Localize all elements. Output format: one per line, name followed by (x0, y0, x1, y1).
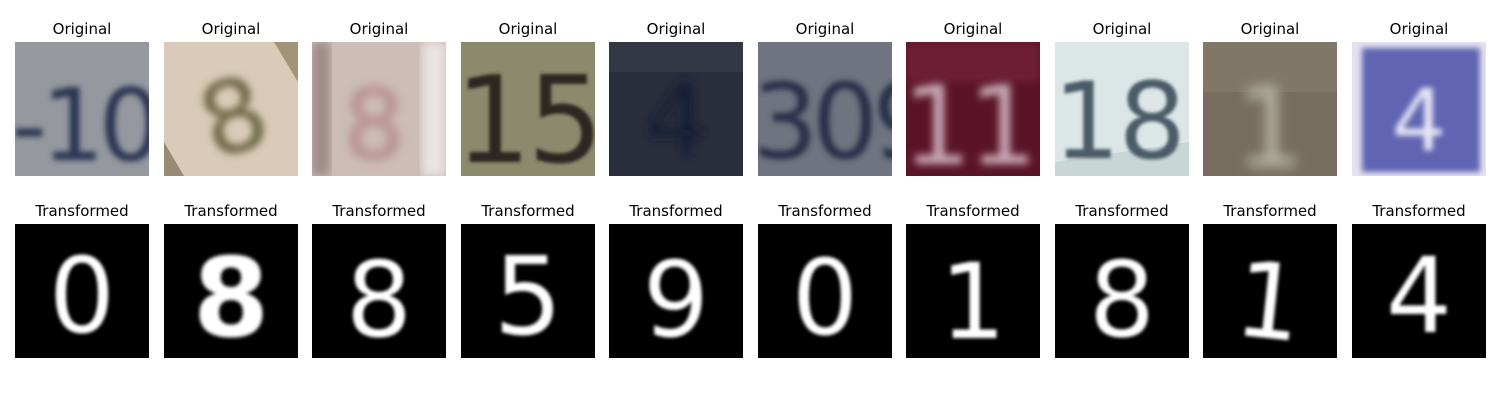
transformed-title: Transformed (481, 202, 575, 220)
transformed-image: 1 (906, 224, 1040, 358)
transformed-digit: 8 (346, 239, 412, 358)
original-title: Original (1092, 20, 1152, 38)
transformed-digit: 0 (49, 235, 115, 357)
original-image: 8 (312, 42, 446, 176)
transformed-image: 5 (461, 224, 595, 358)
original-title: Original (349, 20, 409, 38)
original-digits: 4 (1392, 71, 1447, 171)
transformed-digit: 5 (494, 235, 563, 358)
original-image: 11 (906, 42, 1040, 176)
original-image: -108 (15, 42, 149, 176)
original-digits: 309 (758, 61, 892, 176)
transformed-digit: 9 (643, 239, 709, 358)
original-title: Original (201, 20, 261, 38)
transformed-image: 9 (609, 224, 743, 358)
transformed-image: 0 (758, 224, 892, 358)
transformed-title: Transformed (1223, 202, 1317, 220)
transformed-image: 8 (312, 224, 446, 358)
transformed-digit: 1 (1230, 238, 1309, 358)
transformed-image: 1 (1203, 224, 1337, 358)
original-title: Original (1389, 20, 1449, 38)
original-digits: 11 (906, 62, 1034, 176)
original-image: 4 (1352, 42, 1486, 176)
original-image: 15 (461, 42, 595, 176)
transformed-title: Transformed (1372, 202, 1466, 220)
original-digits: -108 (15, 67, 149, 176)
original-digits: 18 (1055, 60, 1184, 176)
original-title: Original (646, 20, 706, 38)
transformed-title: Transformed (332, 202, 426, 220)
original-image: 4 (609, 42, 743, 176)
original-title: Original (52, 20, 112, 38)
transformed-title: Transformed (35, 202, 129, 220)
transformed-title: Transformed (629, 202, 723, 220)
transformed-digit: 1 (940, 241, 1006, 358)
original-image: 18 (1055, 42, 1189, 176)
original-digits: 15 (461, 52, 595, 176)
original-image: 1 (1203, 42, 1337, 176)
original-digits: 1 (1235, 64, 1305, 176)
transformed-digit: 4 (1386, 235, 1452, 357)
original-digits: 4 (644, 61, 708, 176)
transformed-title: Transformed (1075, 202, 1169, 220)
transformed-title: Transformed (778, 202, 872, 220)
original-digits: 8 (343, 69, 404, 176)
original-title: Original (795, 20, 855, 38)
transformed-digit: 8 (1089, 239, 1155, 358)
original-image: 8 (164, 42, 298, 176)
transformed-title: Transformed (184, 202, 278, 220)
original-title: Original (1240, 20, 1300, 38)
original-title: Original (943, 20, 1003, 38)
original-title: Original (498, 20, 558, 38)
transformed-image: 0 (15, 224, 149, 358)
transformed-image: 4 (1352, 224, 1486, 358)
transformed-title: Transformed (926, 202, 1020, 220)
transformed-digit: 8 (193, 234, 270, 358)
transformed-image: 8 (164, 224, 298, 358)
original-image: 309 (758, 42, 892, 176)
transformed-digit: 0 (792, 237, 858, 358)
transformed-image: 8 (1055, 224, 1189, 358)
